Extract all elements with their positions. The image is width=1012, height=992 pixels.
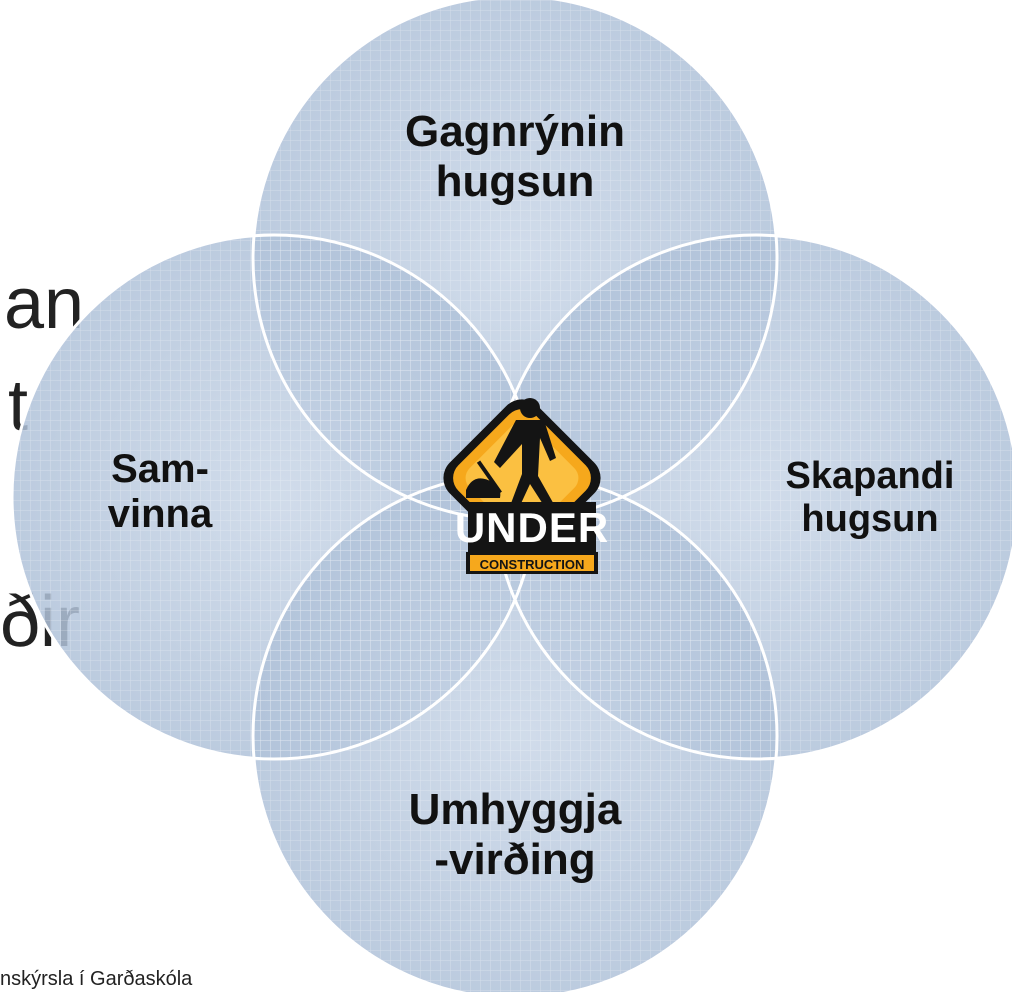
footer-text: nskýrsla í Garðaskóla [0,968,193,990]
label-line: hugsun [801,497,939,540]
under-construction-sign-icon: UNDER CONSTRUCTION [443,398,609,574]
label-line: Skapandi [785,455,955,497]
circle-label-top: Gagnrýnin hugsun [370,107,660,206]
grid-overlay [12,0,1012,992]
circle-label-bottom: Umhyggja -virðing [370,785,660,884]
circle-label-right: Skapandi hugsun [760,455,980,541]
label-line: vinna [107,492,213,537]
label-line: Umhyggja [408,785,622,834]
label-line: Gagnrýnin [404,107,626,156]
label-line: -virðing [434,834,596,884]
sign-title: UNDER [455,504,609,551]
label-line: Sam- [111,447,209,491]
background-text-line: an [4,264,85,344]
label-line: hugsun [435,156,595,206]
sign-subtitle: CONSTRUCTION [480,557,585,572]
circle-label-left: Sam- vinna [70,447,250,537]
